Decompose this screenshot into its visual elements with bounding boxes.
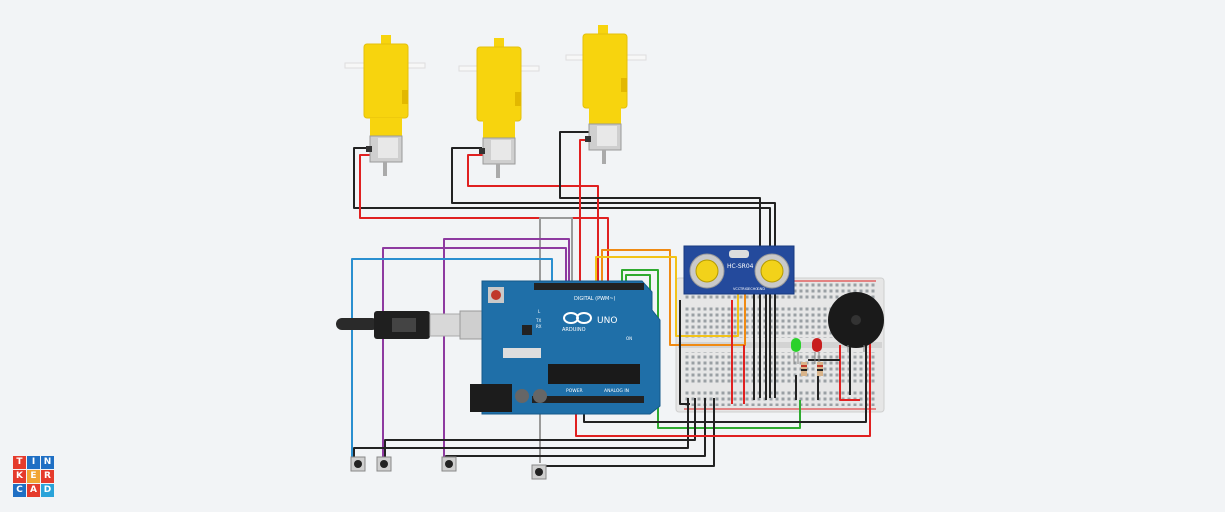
wire-gnd-buttons-2 — [384, 398, 696, 462]
sensor-pin-trig: TRIG — [739, 287, 749, 291]
sensor-pin-gnd: GND — [757, 287, 765, 291]
arduino-brand-text: ARDUINO — [562, 327, 586, 333]
gear-motor-1[interactable] — [344, 35, 426, 176]
wire-motor3-red — [579, 139, 592, 290]
sensor-model-text: HC-SR04 — [727, 263, 754, 270]
resistor-2[interactable] — [817, 362, 823, 376]
gear-motor-3[interactable] — [565, 25, 647, 164]
logo-letter-e: E — [27, 470, 40, 483]
analog-label: ANALOG IN — [604, 388, 629, 394]
pushbutton-3[interactable] — [441, 456, 457, 472]
wire-red-buzzer — [839, 345, 860, 401]
wire-button1-blue — [351, 258, 553, 462]
pushbutton-2[interactable] — [376, 456, 392, 472]
logo-letter-i: I — [27, 456, 40, 469]
sensor-pin-vcc: VCC — [733, 287, 741, 291]
logo-letter-a: A — [27, 484, 40, 497]
pushbutton-4[interactable] — [531, 464, 547, 480]
resistor-1[interactable] — [801, 362, 807, 376]
wire-power-red — [575, 300, 871, 437]
pushbutton-1[interactable] — [350, 456, 366, 472]
arduino-model-text: UNO — [597, 316, 617, 326]
wire-power-black — [583, 336, 867, 423]
arduino-uno[interactable]: ARDUINO UNO DIGITAL (PWM~) POWER ANALOG … — [470, 280, 661, 415]
pin-tx-label: TX — [535, 318, 541, 323]
sensor-pin-echo: ECHO — [748, 287, 758, 291]
wire-yellow — [595, 256, 739, 337]
logo-letter-d: D — [41, 484, 54, 497]
logo-letter-n: N — [41, 456, 54, 469]
wire-button3-purple — [443, 238, 570, 462]
usb-cable[interactable] — [336, 310, 497, 340]
wire-motor2-red — [467, 154, 599, 290]
logo-letter-k: K — [13, 470, 26, 483]
wire-black-bb — [679, 300, 690, 405]
pin-rx-label: RX — [536, 324, 542, 329]
logo-letter-c: C — [13, 484, 26, 497]
digital-label: DIGITAL (PWM~) — [574, 296, 616, 302]
logo-letter-r: R — [41, 470, 54, 483]
piezo-buzzer[interactable] — [828, 292, 884, 352]
tinkercad-logo[interactable]: T I N K E R C A D — [13, 456, 57, 500]
pin-on-label: ON — [626, 336, 632, 341]
gear-motor-2[interactable] — [458, 38, 540, 178]
logo-letter-t: T — [13, 456, 26, 469]
wire-motor1-red — [359, 154, 609, 290]
ultrasonic-sensor[interactable]: HC-SR04 VCC TRIG ECHO GND — [683, 245, 795, 295]
wire-button2-purple — [382, 247, 567, 462]
power-label: POWER — [566, 388, 583, 394]
led-green[interactable] — [791, 338, 801, 364]
pin-l-label: L — [538, 309, 541, 314]
